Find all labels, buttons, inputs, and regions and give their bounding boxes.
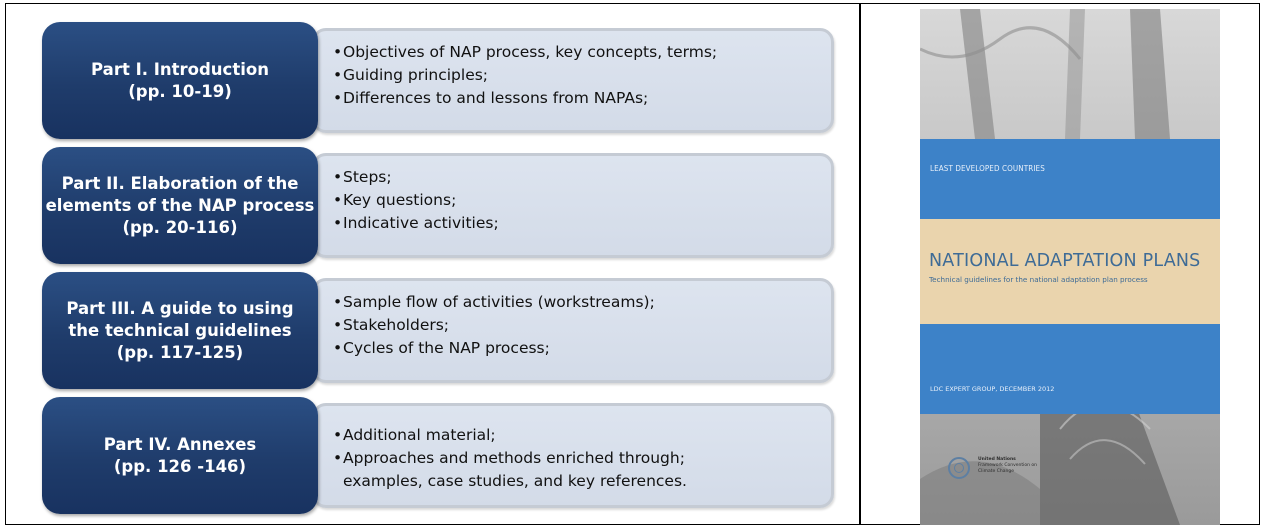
cover-title: NATIONAL ADAPTATION PLANS — [929, 251, 1201, 271]
org-line: Framework Convention on — [978, 463, 1038, 468]
org-line: United Nations — [978, 457, 1016, 462]
bullet-item: •Indicative activities; — [333, 212, 499, 235]
bullet-dot: • — [333, 316, 343, 334]
part-pages: (pp. 126 -146) — [113, 456, 247, 476]
part-row-4: Part IV. Annexes (pp. 126 -146) •Additio… — [42, 397, 842, 514]
part-detail-box: •Additional material; •Approaches and me… — [312, 403, 834, 508]
unfccc-name: United Nations Framework Convention on C… — [978, 457, 1037, 475]
bullet-text: Guiding principles; — [343, 66, 489, 84]
bullet-item: •Objectives of NAP process, key concepts… — [333, 41, 717, 64]
bullet-item: •Sample flow of activities (workstreams)… — [333, 291, 655, 314]
part-detail-box: •Steps; •Key questions; •Indicative acti… — [312, 153, 834, 258]
cover-ldc-label: LEAST DEVELOPED COUNTRIES — [930, 164, 1045, 173]
bullet-item: •Key questions; — [333, 189, 499, 212]
part-title-line: Part IV. Annexes — [103, 434, 257, 454]
part-detail-box: •Objectives of NAP process, key concepts… — [312, 28, 834, 133]
part-title-line: Part I. Introduction — [91, 59, 269, 79]
bullet-text: Indicative activities; — [343, 214, 499, 232]
bullet-item: •Additional material; — [333, 424, 687, 447]
bullet-item: •Guiding principles; — [333, 64, 717, 87]
bullet-dot: • — [333, 66, 343, 84]
cover-title-band — [920, 219, 1220, 324]
bullet-dot: • — [333, 426, 343, 444]
bullet-list: •Objectives of NAP process, key concepts… — [333, 41, 717, 110]
bullet-text: Additional material; — [343, 426, 496, 444]
part-pages: (pp. 10-19) — [128, 81, 232, 101]
bullet-dot: • — [333, 191, 343, 209]
part-title-line: the technical guidelines — [68, 320, 292, 340]
bullet-text-continued: examples, case studies, and key referenc… — [343, 472, 687, 490]
bullet-list: •Additional material; •Approaches and me… — [333, 424, 687, 493]
bullet-text: Stakeholders; — [343, 316, 450, 334]
bullet-text: Approaches and methods enriched through; — [343, 449, 685, 467]
bullet-text: Cycles of the NAP process; — [343, 339, 550, 357]
bullet-dot: • — [333, 89, 343, 107]
parts-diagram: Part I. Introduction (pp. 10-19) •Object… — [42, 22, 842, 522]
bullet-dot: • — [333, 168, 343, 186]
cover-footer: LDC EXPERT GROUP, DECEMBER 2012 — [930, 385, 1055, 393]
bullet-item: •Steps; — [333, 166, 499, 189]
bullet-item: •Approaches and methods enriched through… — [333, 447, 687, 493]
bullet-dot: • — [333, 339, 343, 357]
part-pages: (pp. 20-116) — [122, 217, 238, 237]
bullet-dot: • — [333, 43, 343, 61]
part-title-box: Part III. A guide to using the technical… — [42, 272, 318, 389]
column-divider — [859, 3, 861, 525]
org-line: Climate Change — [978, 469, 1014, 474]
cover-top-band — [920, 139, 1220, 219]
bullet-text: Objectives of NAP process, key concepts,… — [343, 43, 718, 61]
bullet-item: •Differences to and lessons from NAPAs; — [333, 87, 717, 110]
unfccc-logo-icon — [948, 457, 970, 479]
part-title-line: elements of the NAP process — [45, 195, 315, 215]
bullet-dot: • — [333, 449, 343, 467]
part-detail-box: •Sample flow of activities (workstreams)… — [312, 278, 834, 383]
report-cover-image: LEAST DEVELOPED COUNTRIES NATIONAL ADAPT… — [920, 9, 1220, 525]
part-row-1: Part I. Introduction (pp. 10-19) •Object… — [42, 22, 842, 139]
part-title-box: Part IV. Annexes (pp. 126 -146) — [42, 397, 318, 514]
cover-bottom-band — [920, 324, 1220, 414]
part-title-line: Part II. Elaboration of the — [61, 173, 299, 193]
bullet-list: •Steps; •Key questions; •Indicative acti… — [333, 166, 499, 235]
bullet-text: Sample flow of activities (workstreams); — [343, 293, 655, 311]
part-row-2: Part II. Elaboration of the elements of … — [42, 147, 842, 264]
part-title-box: Part II. Elaboration of the elements of … — [42, 147, 318, 264]
part-title-line: Part III. A guide to using — [66, 298, 294, 318]
cover-subtitle: Technical guidelines for the national ad… — [929, 275, 1148, 284]
bullet-text: Key questions; — [343, 191, 457, 209]
bullet-dot: • — [333, 214, 343, 232]
bullet-text: Steps; — [343, 168, 392, 186]
bullet-list: •Sample flow of activities (workstreams)… — [333, 291, 655, 360]
bullet-item: •Stakeholders; — [333, 314, 655, 337]
bullet-dot: • — [333, 293, 343, 311]
part-row-3: Part III. A guide to using the technical… — [42, 272, 842, 389]
bullet-text: Differences to and lessons from NAPAs; — [343, 89, 649, 107]
bullet-item: •Cycles of the NAP process; — [333, 337, 655, 360]
table-frame — [5, 3, 1260, 525]
part-title-box: Part I. Introduction (pp. 10-19) — [42, 22, 318, 139]
part-pages: (pp. 117-125) — [116, 342, 244, 362]
